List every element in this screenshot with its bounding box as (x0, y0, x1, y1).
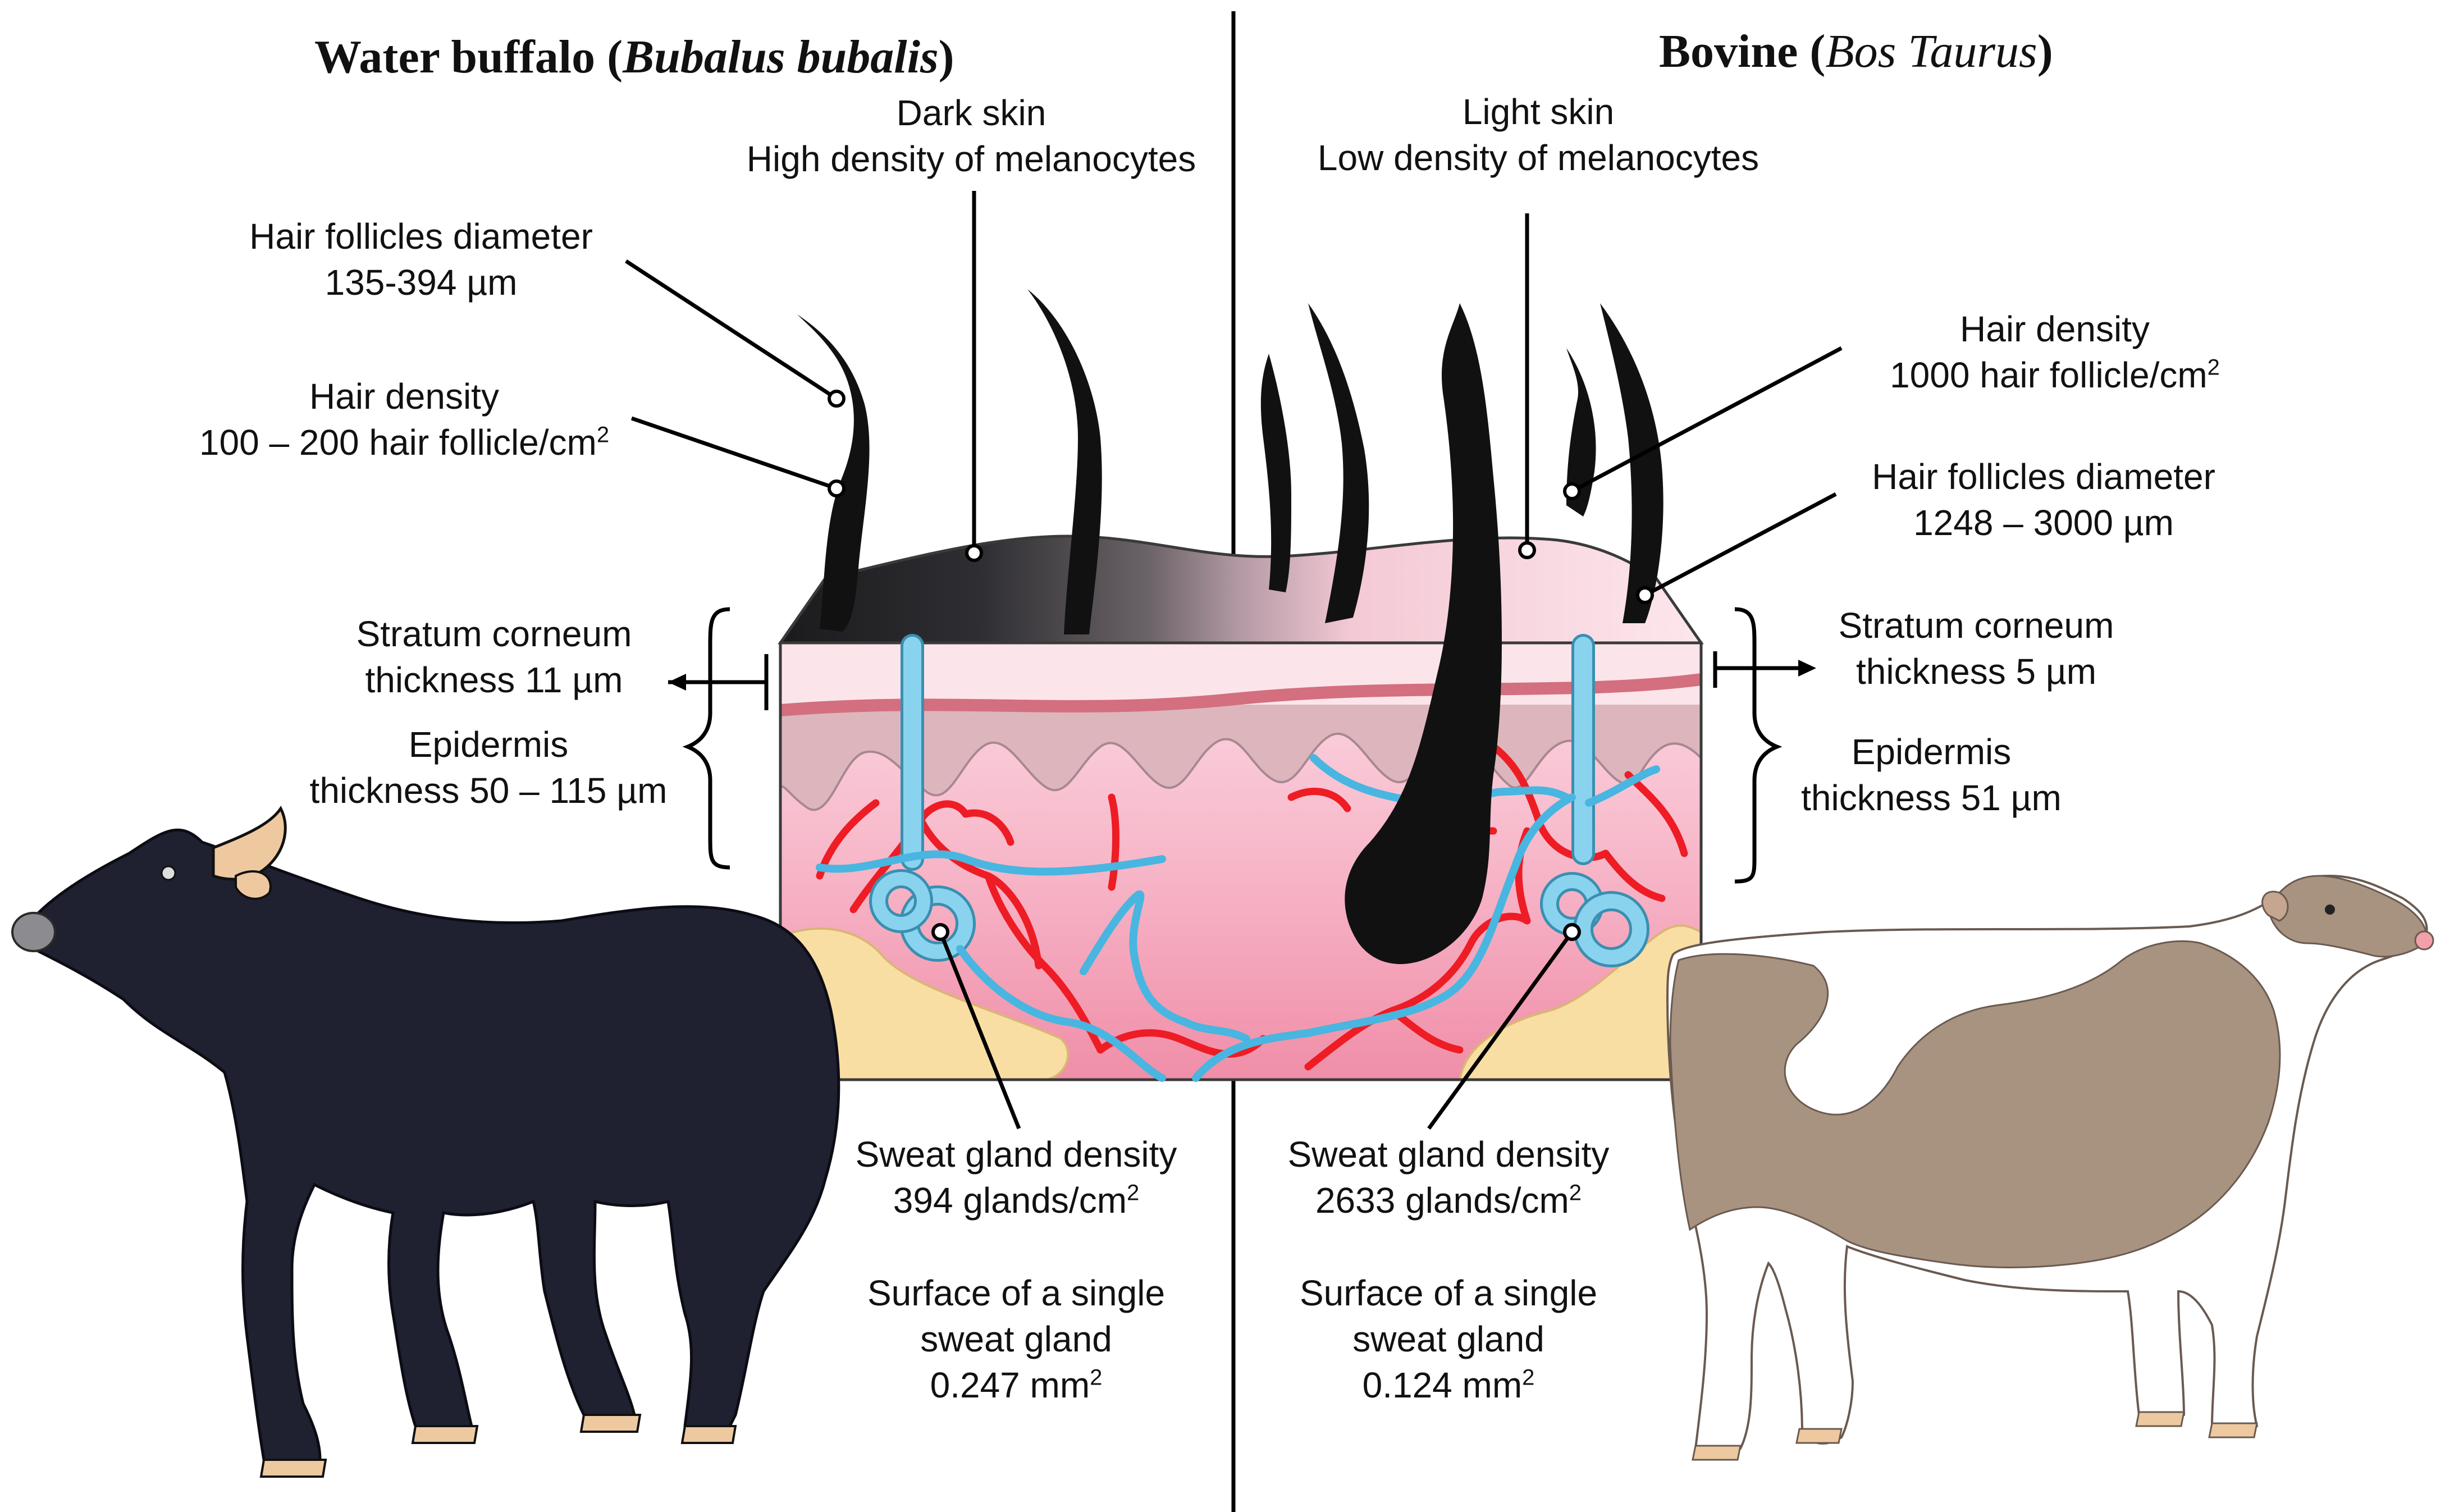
water-buffalo-illustration (11, 806, 840, 1478)
subcutaneous-fat-left (779, 927, 1070, 1081)
cow-hooves (1692, 1411, 2258, 1461)
cow-nose (2414, 930, 2434, 951)
right-follicle-diameter-label: Hair follicles diameter 1248 – 3000 µm (1872, 456, 2215, 543)
left-skin-label: Dark skin High density of melanocytes (746, 93, 1196, 179)
sweat-glands (816, 634, 1660, 1082)
skin-surface (778, 535, 1704, 645)
arrow-heads (668, 660, 1816, 691)
cow-patch-body (1669, 940, 2281, 1268)
right-hair-density-label: Hair density 1000 hair follicle/cm2 (1890, 309, 2220, 395)
buffalo-ear (235, 870, 272, 900)
basal-layer-line (780, 673, 1702, 716)
skin-cross-section (778, 289, 1704, 1082)
left-sweat-surface-label: Surface of a single sweat gland 0.247 mm… (867, 1273, 1166, 1405)
cow-eye (2325, 905, 2335, 915)
cow-hair-2 (1308, 303, 1369, 623)
buffalo-nose (11, 912, 56, 952)
cow-hair-4 (1600, 303, 1663, 623)
buffalo-hair-1 (797, 314, 870, 632)
cow-ear (2261, 890, 2289, 922)
left-sweat-density-label: Sweat gland density 394 glands/cm2 (855, 1134, 1177, 1221)
right-stratum-corneum-label: Stratum corneum thickness 5 µm (1838, 605, 2114, 692)
buffalo-hooves (259, 1414, 737, 1478)
hairs (797, 289, 1663, 965)
right-skin-label: Light skin Low density of melanocytes (1317, 92, 1760, 178)
left-epidermis-label: Epidermis thickness 50 – 115 µm (309, 724, 668, 811)
right-sweat-density-label: Sweat gland density 2633 glands/cm2 (1287, 1134, 1610, 1221)
left-hair-density-label: Hair density 100 – 200 hair follicle/cm2 (199, 376, 610, 463)
bovine-illustration (1666, 874, 2434, 1461)
cow-hair-1 (1260, 354, 1291, 592)
buffalo-body (23, 828, 840, 1470)
right-epidermis-label: Epidermis thickness 51 µm (1801, 732, 2062, 818)
left-follicle-diameter-label: Hair follicles diameter 135-394 µm (249, 216, 593, 303)
left-title: Water buffalo (Bubalus bubalis) (314, 31, 954, 83)
cow-hair-3 (1566, 348, 1596, 517)
right-sweat-surface-label: Surface of a single sweat gland 0.124 mm… (1299, 1273, 1598, 1405)
leader-lines (625, 191, 1843, 1130)
right-title: Bovine (Bos Taurus) (1659, 25, 2053, 77)
buffalo-hair-2 (1027, 289, 1102, 634)
subcutaneous-fat-right (1458, 924, 1702, 1081)
cow-hair-large (1345, 303, 1502, 965)
buffalo-eye (161, 865, 176, 881)
leader-line-marker (828, 390, 1654, 941)
left-stratum-corneum-label: Stratum corneum thickness 11 µm (356, 614, 632, 700)
